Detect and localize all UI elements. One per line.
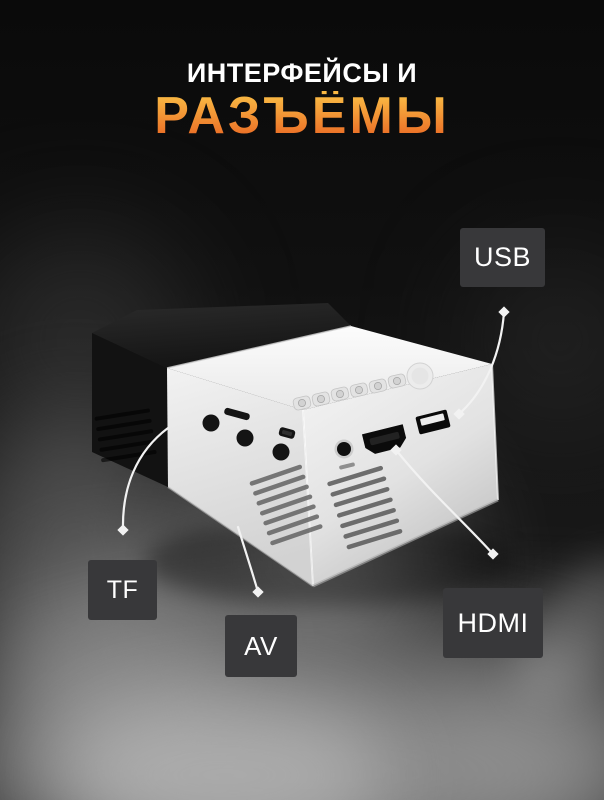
usb-port [415,409,451,435]
hdmi-leader-endpoint [487,548,499,560]
projector-top-face [167,326,492,410]
hdmi-leader-endpoint [390,444,402,456]
control-buttons [292,362,434,411]
usb-callout-label: USB [460,228,545,287]
projector-rear-top-face [92,303,351,368]
right-vent-grille [327,465,403,550]
callout-leader-lines [117,306,510,598]
right-edge-highlight [491,363,499,501]
av-leader-endpoint [252,586,264,598]
ir-slot [339,462,355,470]
hdmi-callout-label: HDMI [443,588,543,658]
av-callout-label: AV [225,615,297,677]
tf-callout-label: TF [88,560,157,620]
front-vent-grille [249,464,323,546]
tf-leader-endpoint [117,524,129,536]
av-leader-line [236,525,260,594]
tf-leader-line [121,426,170,532]
top-face-seam [166,325,352,369]
hdmi-leader-line [394,448,495,556]
power-jack-hole [272,443,290,461]
projector-right-face [303,364,498,586]
tf-card-slot [224,407,250,421]
usb-leader-line [457,310,506,416]
audio-jack-port [337,442,351,456]
focus-hole [202,414,220,432]
av-port [236,429,254,447]
bottom-right-edge [312,498,499,588]
micro-usb-port [278,427,296,439]
usb-leader-endpoint [453,408,465,420]
usb-leader-endpoint [498,306,510,318]
